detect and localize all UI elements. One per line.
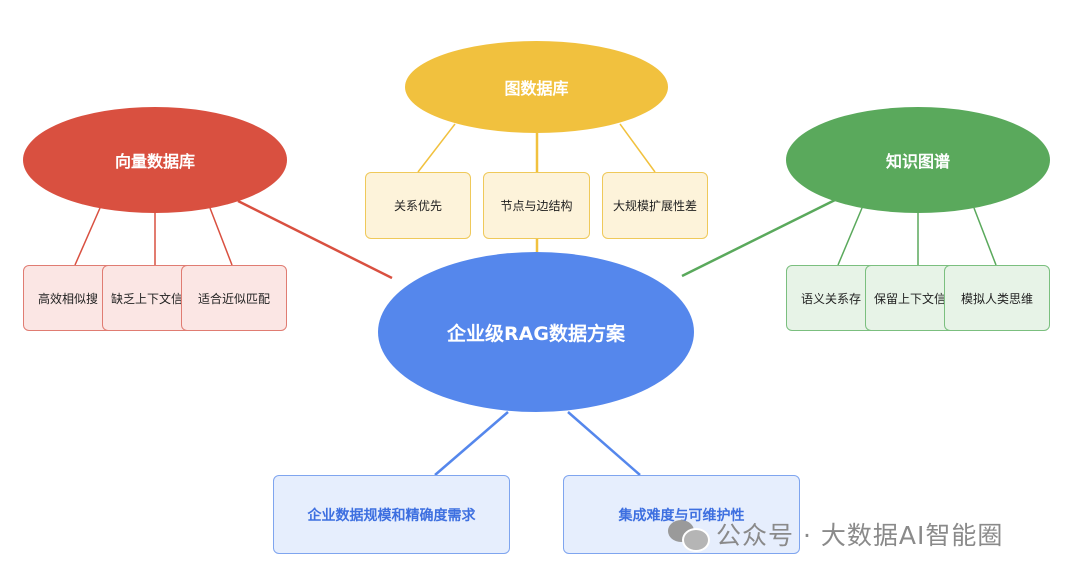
knowledge-graph-label: 知识图谱 <box>885 152 950 171</box>
vector-db-node: 向量数据库 <box>23 107 287 213</box>
center-node: 企业级RAG数据方案 <box>378 252 694 412</box>
wechat-icon <box>668 516 710 552</box>
graph-db-item-3: 大规模扩展性差 <box>602 172 708 239</box>
watermark: 公众号 · 大数据AI智能圈 <box>668 516 1003 552</box>
vector-db-item-3: 适合近似匹配 <box>181 265 287 331</box>
graph-db-node: 图数据库 <box>405 41 668 133</box>
graph-db-label: 图数据库 <box>504 79 569 98</box>
vector-db-label: 向量数据库 <box>114 152 195 171</box>
knowledge-graph-item-3: 模拟人类思维 <box>944 265 1050 331</box>
knowledge-graph-node: 知识图谱 <box>786 107 1050 213</box>
factor-box-scale: 企业数据规模和精确度需求 <box>273 475 510 554</box>
graph-db-item-1: 关系优先 <box>365 172 471 239</box>
graph-db-item-2: 节点与边结构 <box>483 172 590 239</box>
center-label: 企业级RAG数据方案 <box>447 322 625 345</box>
watermark-text: 公众号 · 大数据AI智能圈 <box>716 521 1004 550</box>
